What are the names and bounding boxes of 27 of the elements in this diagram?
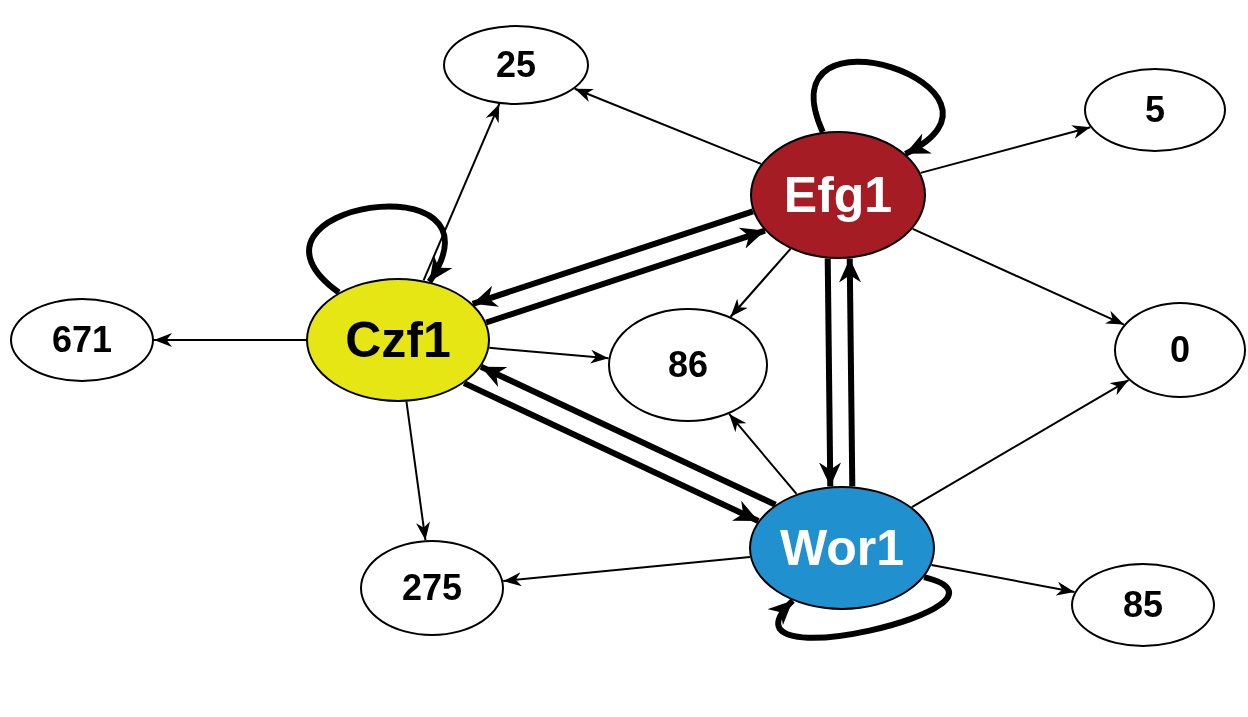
node-label: 671 [51,322,113,358]
node-label: 86 [667,347,708,383]
arrow [729,247,792,318]
arrow [405,400,430,542]
arrow [153,333,307,347]
arrow [485,227,766,326]
node-label: 85 [1122,587,1163,623]
self-loop-arrow [769,574,952,641]
arrow [488,346,610,364]
arrow [910,379,1130,509]
node-label: 25 [495,47,536,83]
node-label: Wor1 [779,523,905,573]
arrow [502,556,751,587]
arrow [839,258,861,487]
node-label: 0 [1170,332,1190,368]
self-loop-arrow [811,59,945,157]
node-label: Efg1 [783,170,893,220]
self-loop-arrow [306,203,450,295]
arrow [911,227,1125,326]
arrow [819,258,842,487]
node-label: 275 [401,570,463,606]
node-label: Czf1 [345,315,451,365]
node-label: 5 [1145,92,1165,128]
arrow [728,412,798,495]
arrow [471,208,754,307]
arrow [479,364,777,508]
arrow [462,380,760,524]
